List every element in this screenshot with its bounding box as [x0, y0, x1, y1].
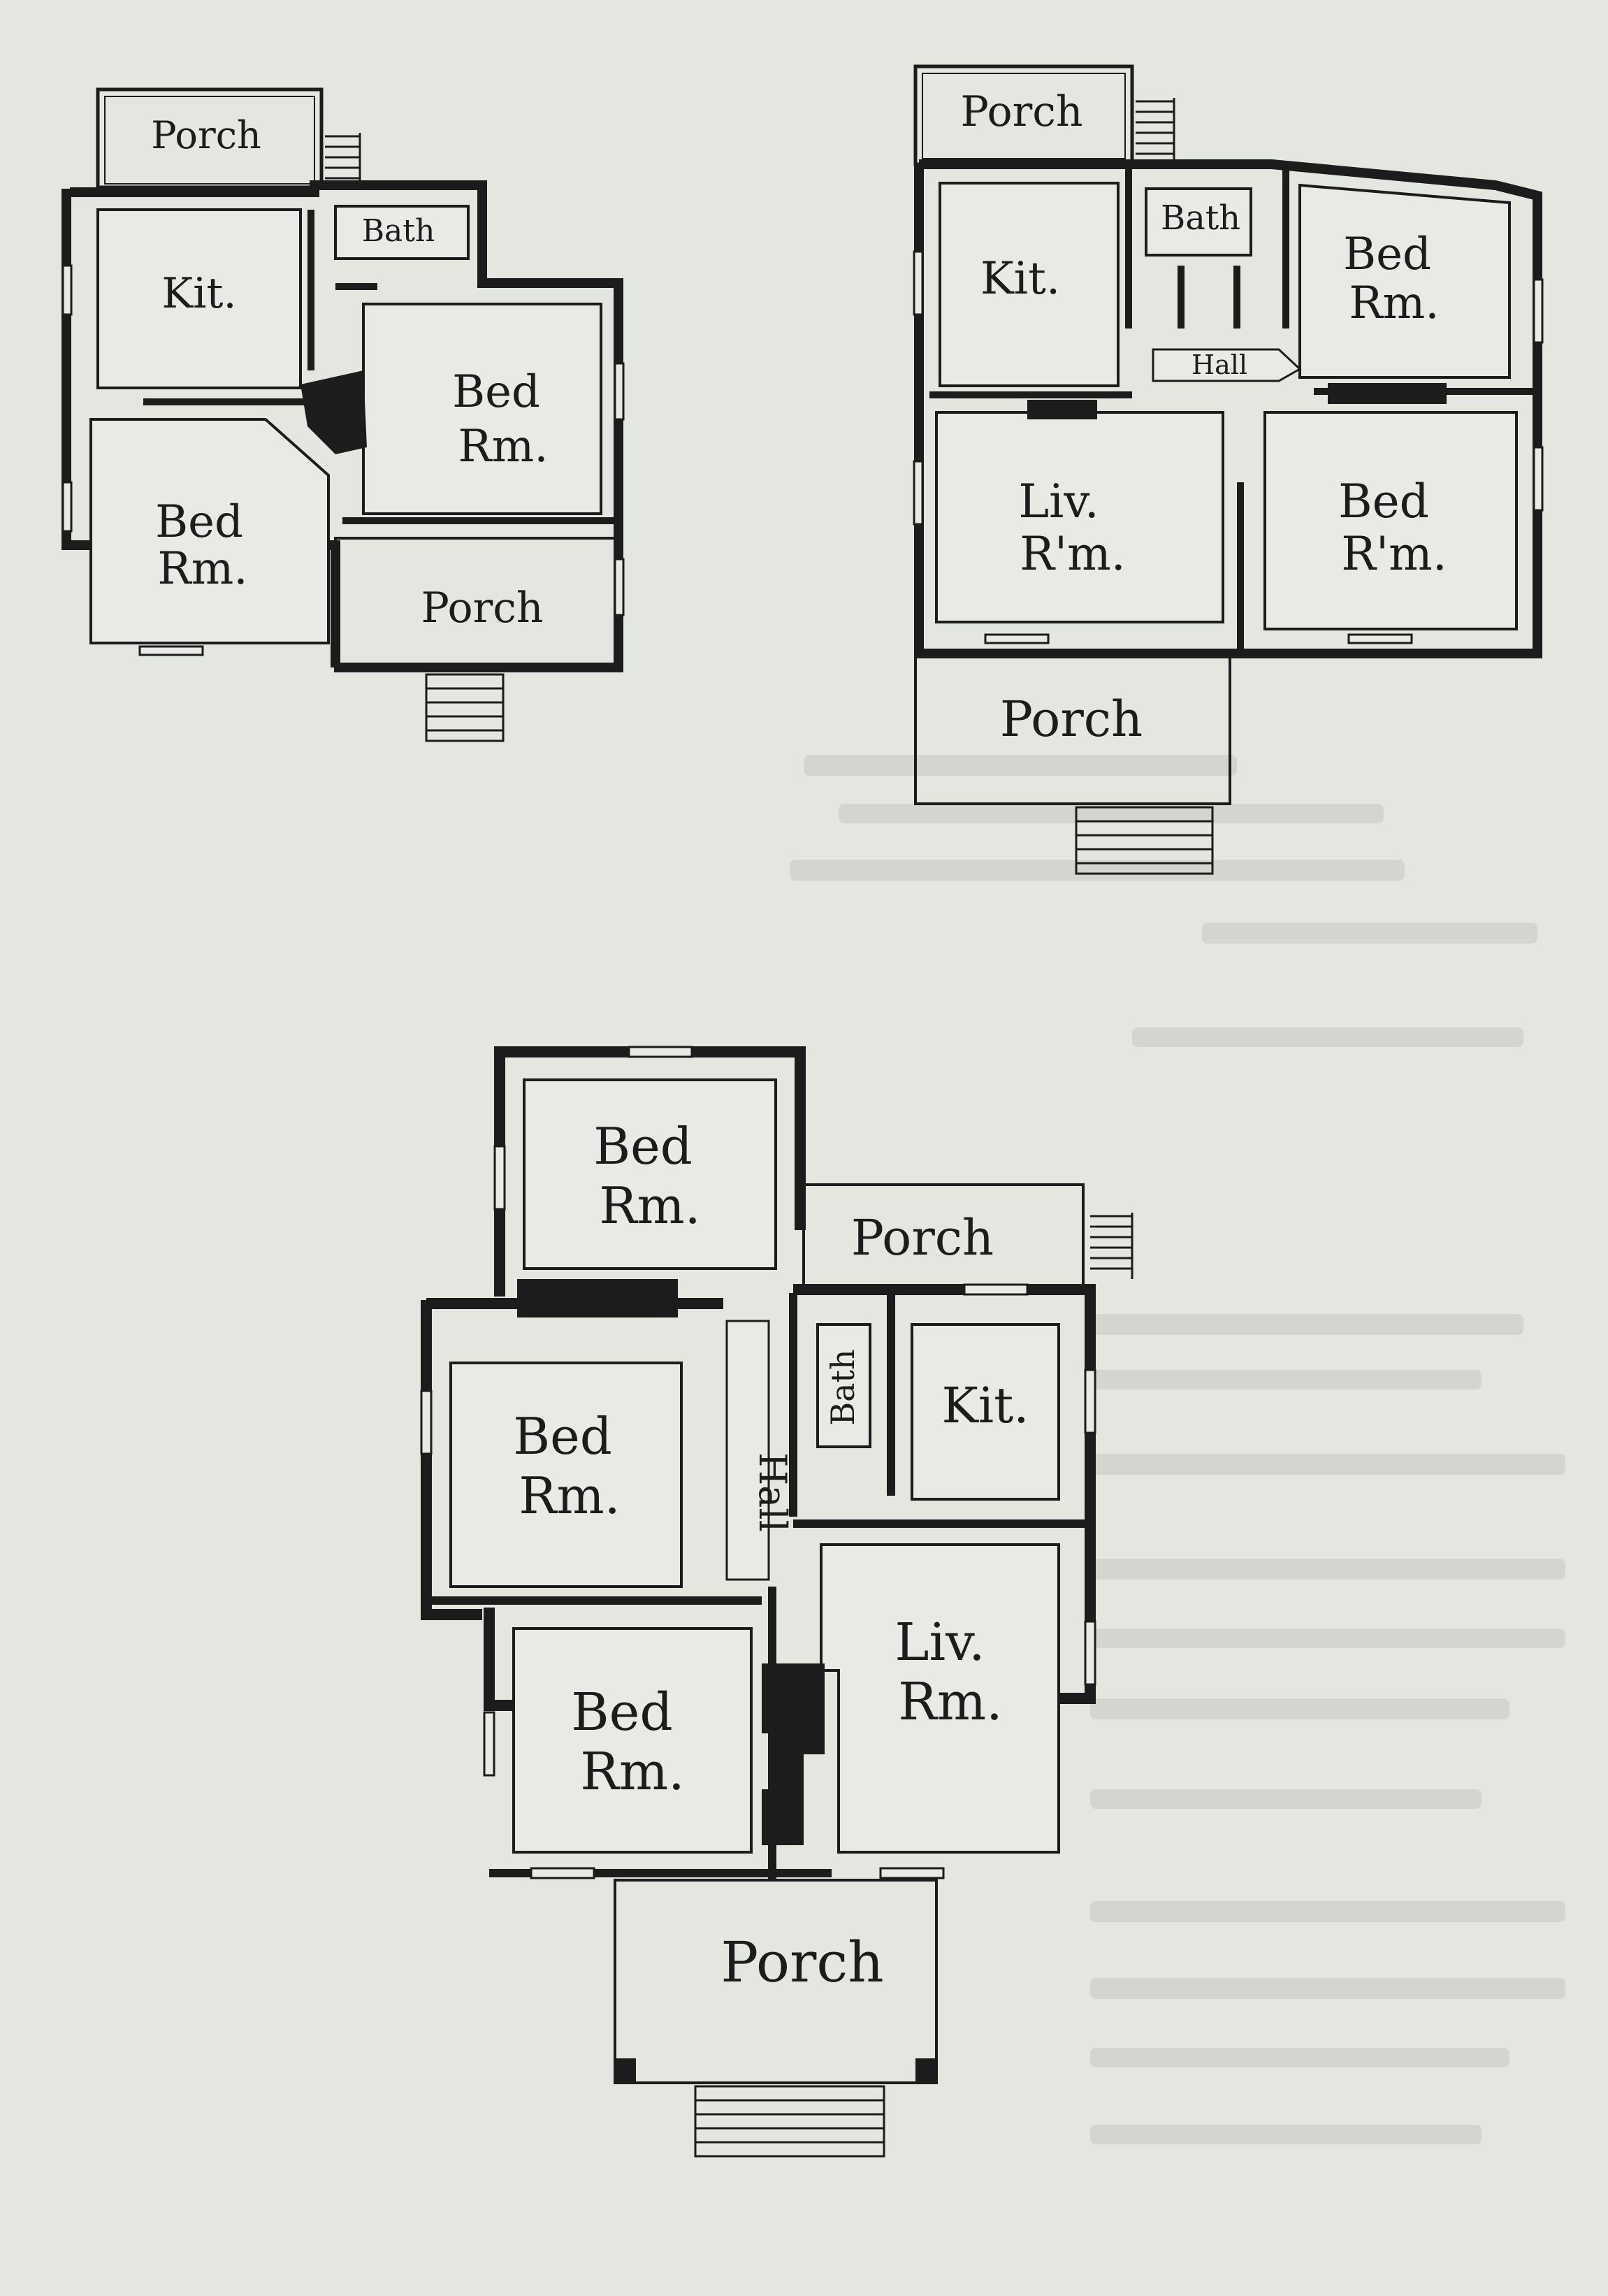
- plan-c-side-steps: [1090, 1213, 1133, 1279]
- plan-b-bed-top-right-label-2: Rm.: [1349, 277, 1439, 329]
- plan-c-hall-room: [725, 1320, 770, 1581]
- plan-c-bed-top-label-1: Bed: [593, 1117, 693, 1176]
- plan-c-bed-bottom-room: [512, 1627, 753, 1854]
- plan-b-kitchen-label: Kit.: [980, 253, 1060, 305]
- floor-plan-b: Porch Bath Kit. Bed Rm. Hall Liv. R'm. B…: [913, 64, 1544, 875]
- plan-c-front-porch-outline: [614, 1879, 938, 2084]
- plan-a-bed-right-room: [362, 303, 602, 515]
- plan-b-living-label-2: R'm.: [1020, 527, 1125, 581]
- plan-b-bath-room: [1145, 187, 1252, 257]
- plan-b-rear-porch-label: Porch: [961, 87, 1083, 136]
- plan-b-rear-steps: [1136, 98, 1175, 161]
- plan-b-hall-label: Hall: [1191, 349, 1247, 380]
- plan-c-side-porch-outline: [802, 1183, 1085, 1287]
- plan-c-hall-label: Hall: [751, 1452, 795, 1532]
- plan-c-kitchen-label: Kit.: [941, 1377, 1029, 1434]
- plan-a-front-porch-label: Porch: [421, 584, 544, 633]
- plan-c-bed-middle-label-2: Rm.: [519, 1466, 620, 1525]
- plan-c-bed-middle-label-1: Bed: [513, 1407, 612, 1466]
- plan-b-front-porch-label: Porch: [1000, 691, 1143, 748]
- plan-c-bath-label: Bath: [824, 1349, 862, 1425]
- plan-a-bed-right-label-1: Bed: [452, 366, 540, 418]
- plan-c-bed-top-label-2: Rm.: [599, 1176, 700, 1235]
- plan-a-bed-left-room: [89, 418, 330, 644]
- plan-b-bed-top-right-room: [1298, 183, 1511, 379]
- plan-a-labels: Porch Bath Kit. Bed Rm. Bed Rm. Porch: [151, 113, 548, 633]
- plan-c-bed-middle-room: [449, 1362, 683, 1588]
- plan-b-bed-top-right-label-1: Bed: [1343, 229, 1431, 280]
- plan-b-front-porch-outline: [914, 649, 1231, 805]
- plan-b-kitchen-room: [939, 182, 1120, 387]
- plan-a-bath-room: [334, 205, 470, 260]
- plan-a-bath-label: Bath: [362, 213, 435, 249]
- plan-a-rear-steps: [325, 133, 361, 189]
- floor-plan-c: Bed Rm. Porch Bed Rm. Hall Bath Kit. Bed…: [420, 1046, 1133, 2158]
- floor-plan-a: Porch Bath Kit. Bed Rm. Bed Rm. Porch: [61, 87, 625, 742]
- plan-c-porch-posts: [615, 2058, 936, 2083]
- plan-b-bed-bottom-right-label-1: Bed: [1338, 475, 1429, 528]
- plan-a-interior-walls: [143, 210, 618, 524]
- plan-a-bed-left-label-2: Rm.: [157, 543, 247, 595]
- plan-c-side-porch-label: Porch: [851, 1209, 994, 1266]
- plan-a-windows: [61, 264, 625, 656]
- plan-b-bed-bottom-right-room: [1263, 411, 1518, 630]
- plan-a-kitchen-label: Kit.: [161, 269, 236, 318]
- plan-c-bed-bottom-label-2: Rm.: [580, 1742, 684, 1802]
- plan-b-living-label-1: Liv.: [1018, 475, 1099, 528]
- plan-c-bed-bottom-label-1: Bed: [571, 1682, 673, 1742]
- plan-b-hall-room: [1152, 348, 1302, 382]
- plan-c-kitchen-room: [911, 1323, 1060, 1501]
- plan-a-chimney: [300, 370, 367, 454]
- plan-c-front-steps: [694, 2085, 885, 2158]
- plan-a-rear-porch-outline: [96, 87, 324, 189]
- plan-a-bed-left-label-1: Bed: [155, 496, 243, 548]
- plan-c-windows: [420, 1046, 1096, 1879]
- plan-b-outer-walls: [914, 159, 1542, 658]
- plan-b-fireplaces: [1027, 383, 1447, 419]
- plan-b-bed-bottom-right-label-2: R'm.: [1341, 527, 1447, 581]
- plan-c-living-label-1: Liv.: [894, 1612, 985, 1673]
- plan-c-front-porch-label: Porch: [720, 1930, 883, 1995]
- plan-b-front-steps: [1075, 806, 1214, 875]
- plan-a-bed-right-label-2: Rm.: [458, 421, 548, 472]
- plan-c-bed-top-room: [523, 1078, 777, 1270]
- plan-a-rear-porch-label: Porch: [151, 113, 261, 157]
- plan-a-kitchen-room: [96, 208, 302, 389]
- plan-b-rear-porch-outline: [913, 64, 1134, 166]
- plan-a-front-steps: [425, 673, 505, 742]
- bleed-through-text: [790, 755, 1565, 2144]
- plan-b-windows: [913, 250, 1544, 644]
- plan-b-bath-label: Bath: [1161, 198, 1240, 238]
- plan-b-labels: Porch Bath Kit. Bed Rm. Hall Liv. R'm. B…: [961, 87, 1447, 748]
- plan-c-living-label-2: Rm.: [898, 1672, 1002, 1732]
- plan-b-living-room: [935, 411, 1224, 623]
- plan-c-bath-room: [816, 1323, 871, 1448]
- plan-c-chimneys: [517, 1279, 825, 1845]
- plan-c-labels: Bed Rm. Porch Bed Rm. Hall Bath Kit. Bed…: [513, 1117, 1029, 1995]
